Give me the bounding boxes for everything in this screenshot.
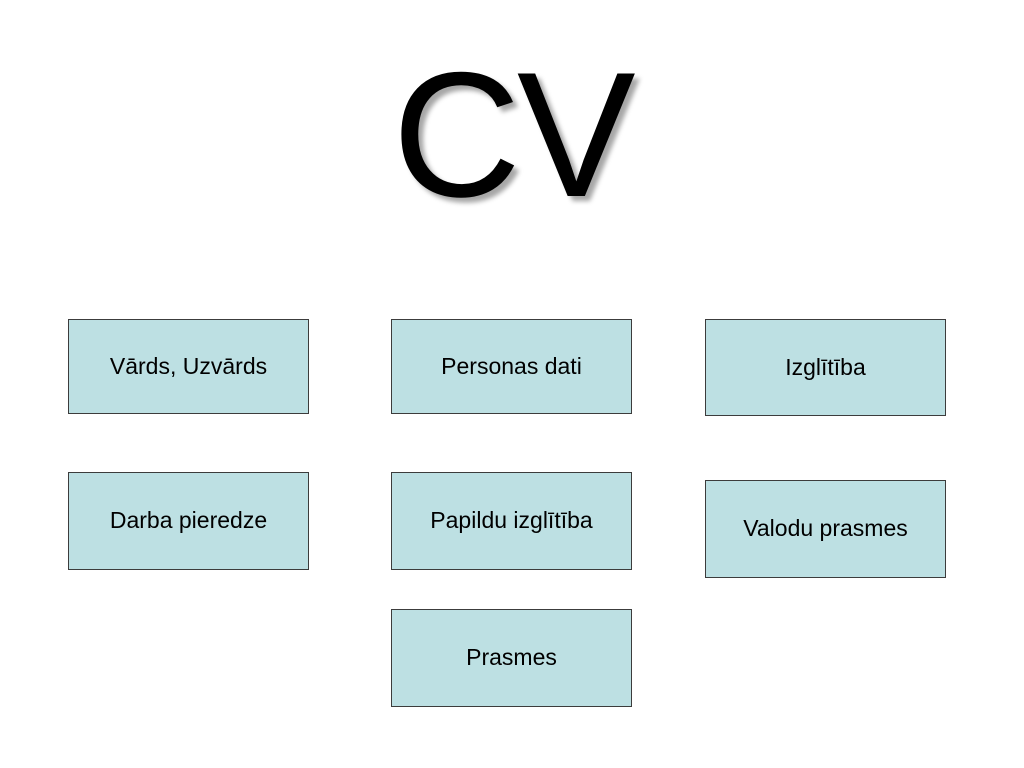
box-izglitiba[interactable]: Izglītība	[705, 319, 946, 416]
box-label: Personas dati	[441, 352, 582, 379]
slide-title: CV	[392, 35, 635, 234]
box-label: Prasmes	[466, 644, 557, 670]
box-label: Papildu izglītība	[430, 507, 593, 533]
box-prasmes[interactable]: Prasmes	[391, 609, 632, 707]
box-darba-pieredze[interactable]: Darba pieredze	[68, 472, 309, 570]
box-valodu-prasmes[interactable]: Valodu prasmes	[705, 480, 946, 578]
box-label: Valodu prasmes	[743, 515, 908, 541]
box-label: Izglītība	[785, 353, 866, 380]
box-label: Darba pieredze	[109, 507, 268, 533]
box-vards-uzvards[interactable]: Vārds, Uzvārds	[68, 319, 309, 414]
box-papildu-izglitiba[interactable]: Papildu izglītība	[391, 472, 632, 570]
box-personas-dati[interactable]: Personas dati	[391, 319, 632, 414]
box-label: Vārds, Uzvārds	[109, 352, 268, 379]
